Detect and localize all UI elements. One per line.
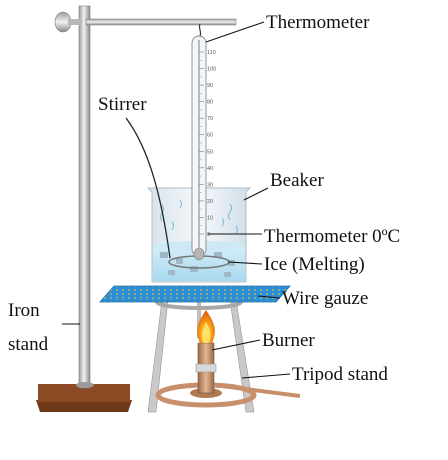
leader-wire-gauze (257, 295, 281, 299)
label-iron-stand-line1: Iron (8, 300, 40, 321)
leader-lines (62, 21, 291, 379)
label-beaker: Beaker (270, 170, 324, 191)
thermometer-tick-label: 50 (207, 149, 213, 155)
thermometer-tick-label: 20 (207, 199, 213, 205)
wire-gauze-mesh (99, 285, 291, 303)
thermometer-tick-label: 10 (207, 215, 213, 221)
thermometer-tick-label: 40 (207, 166, 213, 172)
burner (155, 310, 301, 408)
thermometer-tick-label: 90 (207, 83, 213, 89)
thermometer-bulb (193, 247, 205, 261)
clamp-screw-shaft (68, 19, 82, 25)
stirrer-wire (125, 117, 171, 259)
thermometer-tick-label: 30 (207, 182, 213, 188)
tripod-leg-right (229, 299, 255, 413)
iron-stand-rod (78, 5, 91, 389)
leader-thermometer (205, 21, 265, 43)
thermometer-hook (198, 23, 202, 37)
label-thermometer-zero: Thermometer 0ºC (264, 226, 400, 247)
iron-stand-base (38, 384, 130, 402)
thermometer-tick-label: 0 (207, 232, 210, 238)
leader-tripod-stand (241, 373, 291, 379)
label-stirrer: Stirrer (98, 94, 147, 115)
thermometer-tick-label: 70 (207, 116, 213, 122)
label-ice: Ice (Melting) (264, 254, 365, 275)
label-iron-stand-line2: stand (8, 334, 49, 355)
label-thermometer: Thermometer (266, 12, 370, 33)
iron-stand (36, 5, 237, 412)
gas-hose (213, 383, 301, 398)
thermometer-tick-label: 60 (207, 133, 213, 139)
burner-air-collar (195, 363, 217, 373)
thermometer-tick-label: 80 (207, 100, 213, 106)
thermometer-tick-label: 100 (207, 67, 216, 73)
thermometer-tick-label: 110 (207, 50, 216, 56)
leader-beaker (243, 187, 269, 201)
leader-burner (211, 339, 261, 351)
wire-gauze (99, 285, 291, 303)
leader-ice (227, 261, 263, 265)
label-burner: Burner (262, 330, 315, 351)
burner-flame-core (201, 322, 211, 343)
label-tripod-stand: Tripod stand (292, 364, 388, 385)
iron-stand-rod-foot (76, 382, 94, 388)
label-wire-gauze: Wire gauze (282, 288, 368, 309)
iron-stand-base-side (36, 400, 132, 412)
clamp-arm (85, 18, 237, 26)
